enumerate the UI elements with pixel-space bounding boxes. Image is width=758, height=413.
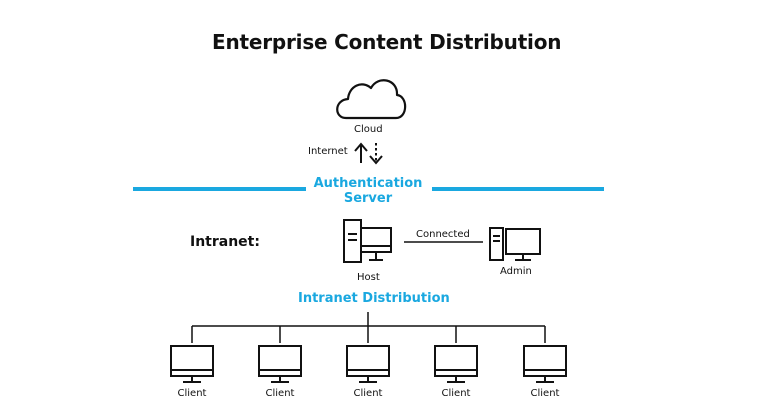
client-monitor-icon xyxy=(346,345,390,383)
client-monitor-icon xyxy=(523,345,567,383)
cloud-label: Cloud xyxy=(354,124,383,135)
client-monitor-icon xyxy=(434,345,478,383)
desktop-computer-icon xyxy=(489,227,541,261)
client-label: Client xyxy=(353,388,383,399)
distribution-label: Intranet Distribution xyxy=(298,291,450,306)
auth-server-label: Authentication Server xyxy=(308,176,428,206)
auth-server-line2: Server xyxy=(343,191,393,206)
distribution-tree xyxy=(191,312,546,343)
client-label: Client xyxy=(441,388,471,399)
client-monitor-icon xyxy=(170,345,214,383)
client-label: Client xyxy=(177,388,207,399)
admin-label: Admin xyxy=(500,266,532,277)
cloud-icon xyxy=(336,79,407,120)
client-label: Client xyxy=(530,388,560,399)
host-label: Host xyxy=(357,272,380,283)
client-label: Client xyxy=(265,388,295,399)
network-boundary-left xyxy=(133,187,306,191)
network-boundary-right xyxy=(432,187,604,191)
client-monitor-icon xyxy=(258,345,302,383)
connection-label: Connected xyxy=(416,229,470,240)
up-down-arrows-icon xyxy=(354,142,383,165)
auth-server-line1: Authentication xyxy=(313,176,423,191)
intranet-label: Intranet: xyxy=(190,234,260,250)
server-desktop-icon xyxy=(343,219,392,263)
internet-label: Internet xyxy=(308,146,348,157)
page-title: Enterprise Content Distribution xyxy=(212,30,562,54)
